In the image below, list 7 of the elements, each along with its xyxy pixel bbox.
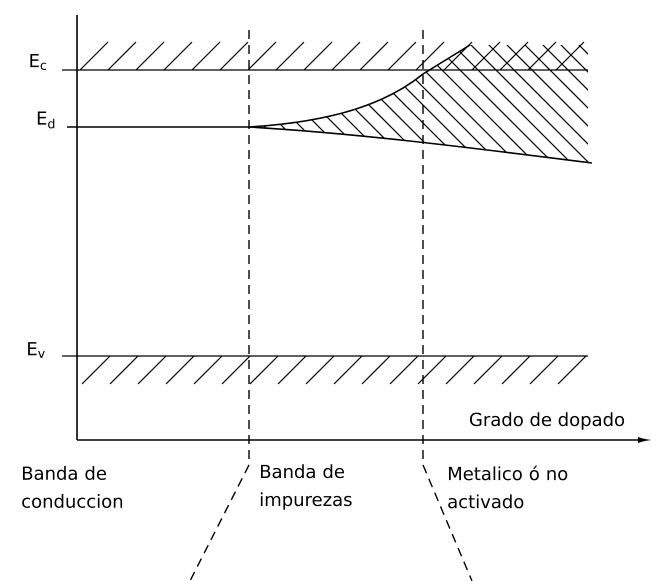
axis-label: Metalico ó no activado [448,466,568,508]
axis-label: Grado de dopado [470,412,624,430]
axis-label: E$_{v}$ [28,342,45,358]
axis-label: E$_{c}$ [30,54,46,70]
axis-label: Banda de impurezas [260,464,352,510]
axis-label: E$_{d}$ [38,112,54,128]
axis-label: Banda de conduccion [22,466,122,508]
